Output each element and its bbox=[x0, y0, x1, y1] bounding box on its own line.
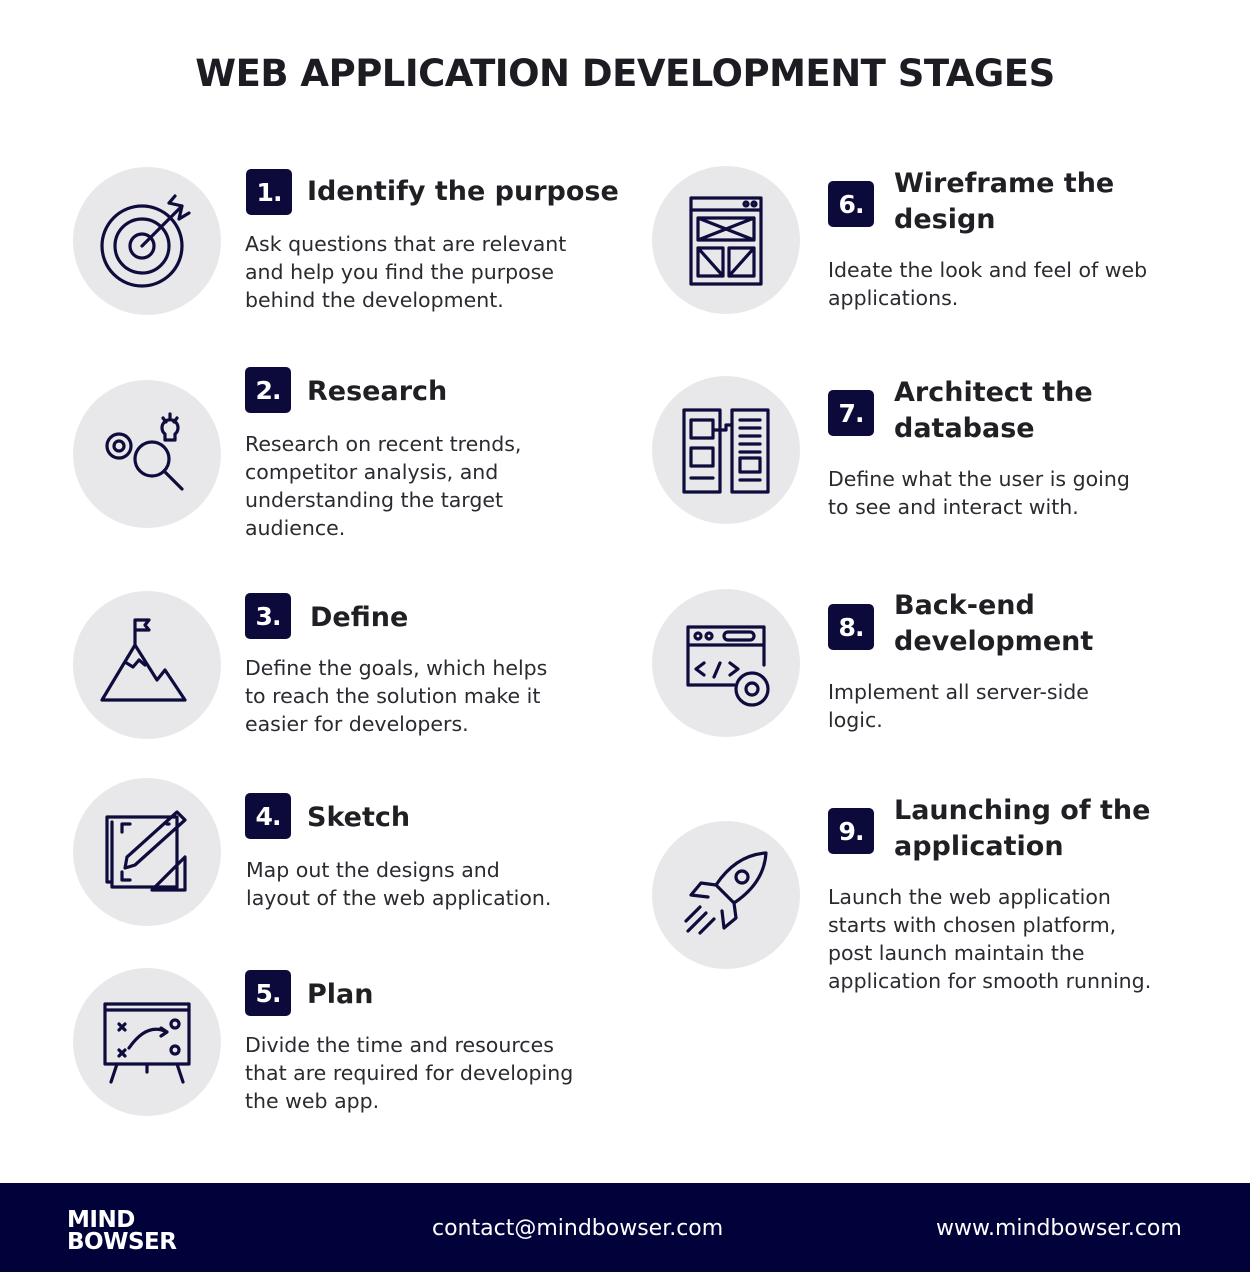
strategy-board-icon bbox=[103, 1002, 191, 1084]
stage-7-icon-circle bbox=[652, 376, 800, 524]
mountain-flag-icon bbox=[100, 618, 187, 702]
stage-4-title: Sketch bbox=[307, 802, 411, 833]
stage-8-icon-circle bbox=[652, 589, 800, 737]
stage-1-badge: 1. bbox=[246, 169, 292, 215]
stage-3-badge: 3. bbox=[245, 593, 291, 639]
stage-6-icon-circle bbox=[652, 166, 800, 314]
stage-5-description: Divide the time and resources that are r… bbox=[245, 1033, 574, 1113]
stage-2-title: Research bbox=[307, 376, 448, 407]
database-layout-icon bbox=[682, 408, 770, 494]
stage-7-title: Architect the database bbox=[894, 377, 1093, 444]
stage-2-badge: 2. bbox=[245, 367, 291, 413]
stage-2-description: Research on recent trends, competitor an… bbox=[245, 432, 522, 540]
logo-line-1: MIND bbox=[67, 1207, 135, 1233]
stage-3-description: Define the goals, which helps to reach t… bbox=[245, 656, 548, 736]
stage-6-description: Ideate the look and feel of web applicat… bbox=[828, 258, 1148, 310]
stage-7-badge: 7. bbox=[828, 390, 874, 436]
website-link[interactable]: www.mindbowser.com bbox=[936, 1216, 1182, 1241]
target-icon bbox=[100, 194, 191, 288]
stage-4-icon-circle bbox=[73, 778, 221, 926]
logo-line-2: BOWSER bbox=[67, 1229, 177, 1255]
stage-9-title: Launching of the application bbox=[894, 795, 1151, 862]
stage-8-title: Back-end development bbox=[894, 590, 1094, 657]
stage-1-title: Identify the purpose bbox=[307, 176, 619, 207]
contact-email[interactable]: contact@mindbowser.com bbox=[432, 1216, 724, 1241]
rocket-icon bbox=[684, 851, 768, 935]
stage-4-description: Map out the designs and layout of the we… bbox=[246, 858, 552, 910]
research-gears-icon bbox=[105, 412, 184, 491]
stage-6-badge: 6. bbox=[828, 181, 874, 227]
stage-3-icon-circle bbox=[73, 591, 221, 739]
mindbowser-logo: MIND BOWSER bbox=[67, 1207, 177, 1255]
stage-2-icon-circle bbox=[73, 380, 221, 528]
stage-7-description: Define what the user is going to see and… bbox=[828, 467, 1130, 519]
stage-8-description: Implement all server-side logic. bbox=[828, 680, 1089, 732]
stage-1-description: Ask questions that are relevant and help… bbox=[245, 232, 567, 312]
stage-4-badge: 4. bbox=[245, 793, 291, 839]
stage-3-title: Define bbox=[310, 602, 409, 633]
stage-5-icon-circle bbox=[73, 968, 221, 1116]
page-title: WEB APPLICATION DEVELOPMENT STAGES bbox=[195, 52, 1055, 95]
stage-5-title: Plan bbox=[307, 979, 374, 1010]
code-gear-icon bbox=[686, 625, 770, 707]
stage-5-badge: 5. bbox=[245, 970, 291, 1016]
stage-9-description: Launch the web application starts with c… bbox=[828, 885, 1152, 993]
stage-9-icon-circle bbox=[652, 821, 800, 969]
stage-1-icon-circle bbox=[73, 167, 221, 315]
stage-9-badge: 9. bbox=[828, 808, 874, 854]
wireframe-icon bbox=[689, 196, 763, 286]
footer: MIND BOWSER contact@mindbowser.com www.m… bbox=[0, 1183, 1250, 1272]
stage-6-title: Wireframe the design bbox=[894, 168, 1115, 235]
sketch-ruler-icon bbox=[105, 810, 187, 892]
stage-8-badge: 8. bbox=[828, 604, 874, 650]
